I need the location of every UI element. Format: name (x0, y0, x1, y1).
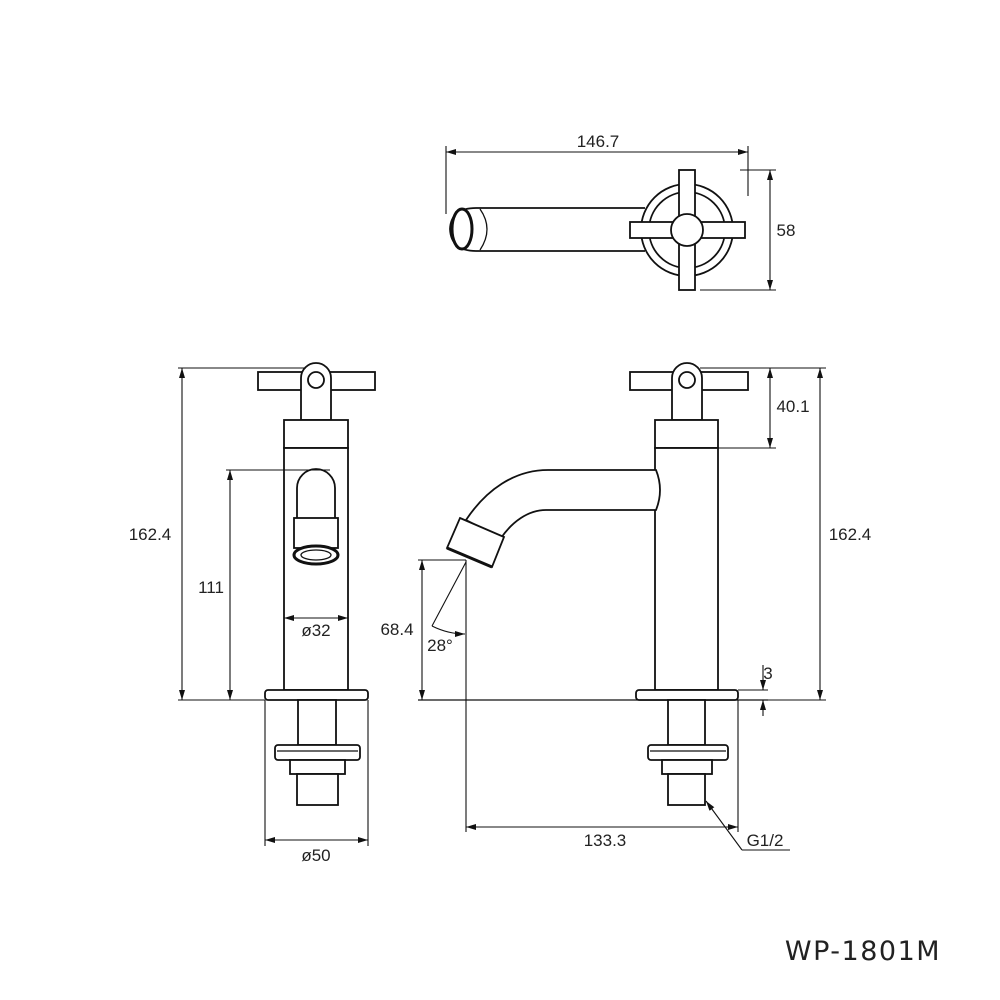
thread-leader-line (705, 800, 743, 851)
flange-thickness-label: 3 (763, 664, 772, 683)
top-width-label: 146.7 (577, 132, 620, 151)
spout-top-outlet (450, 207, 474, 251)
spout-height-label: 111 (198, 578, 224, 597)
front-base-flange (264, 689, 369, 701)
side-base-flange (635, 689, 739, 701)
spout-top-end-edge (479, 208, 488, 251)
spout-angle-arc (431, 625, 466, 637)
side-height-label: 162.4 (829, 525, 872, 544)
front-connector-step (289, 759, 346, 775)
spout-angle-label: 28° (427, 636, 453, 655)
top-depth-label: 58 (777, 221, 796, 240)
side-shank (667, 699, 706, 746)
front-view: 162.4 111 ø32 ø50 (129, 362, 376, 865)
side-body (654, 447, 719, 691)
front-nozzle-outlet-inner (300, 549, 332, 561)
side-collar (654, 419, 719, 449)
model-number: WP-1801M (785, 936, 941, 967)
side-view: 162.4 40.1 3 68.4 28° 133.3 G1/2 (380, 362, 872, 851)
front-handle-screw (307, 371, 325, 389)
front-spout-neck (296, 468, 336, 518)
top-view: 146.7 58 (445, 132, 796, 291)
front-nozzle-outlet (292, 544, 340, 566)
outlet-height-label: 68.4 (380, 620, 413, 639)
side-handle-screw (678, 371, 696, 389)
side-spout-tube (464, 469, 661, 540)
base-diameter-label: ø50 (301, 846, 330, 865)
spout-angle-axis-line (431, 561, 467, 627)
side-nozzle-outlet (446, 546, 493, 569)
front-shank (297, 699, 337, 746)
spout-reach-label: 133.3 (584, 831, 627, 850)
side-connector-tail (667, 773, 706, 806)
handle-top-hub (670, 213, 704, 247)
body-diameter-label: ø32 (301, 621, 330, 640)
front-height-label: 162.4 (129, 525, 172, 544)
front-nut (274, 744, 361, 761)
front-connector-tail (296, 773, 339, 806)
thread-label: G1/2 (747, 831, 784, 850)
front-collar (283, 419, 349, 449)
spout-top-outline (449, 207, 645, 252)
front-nozzle (293, 517, 339, 549)
side-connector-step (661, 759, 713, 775)
handle-height-label: 40.1 (776, 397, 809, 416)
side-nut (647, 744, 729, 761)
